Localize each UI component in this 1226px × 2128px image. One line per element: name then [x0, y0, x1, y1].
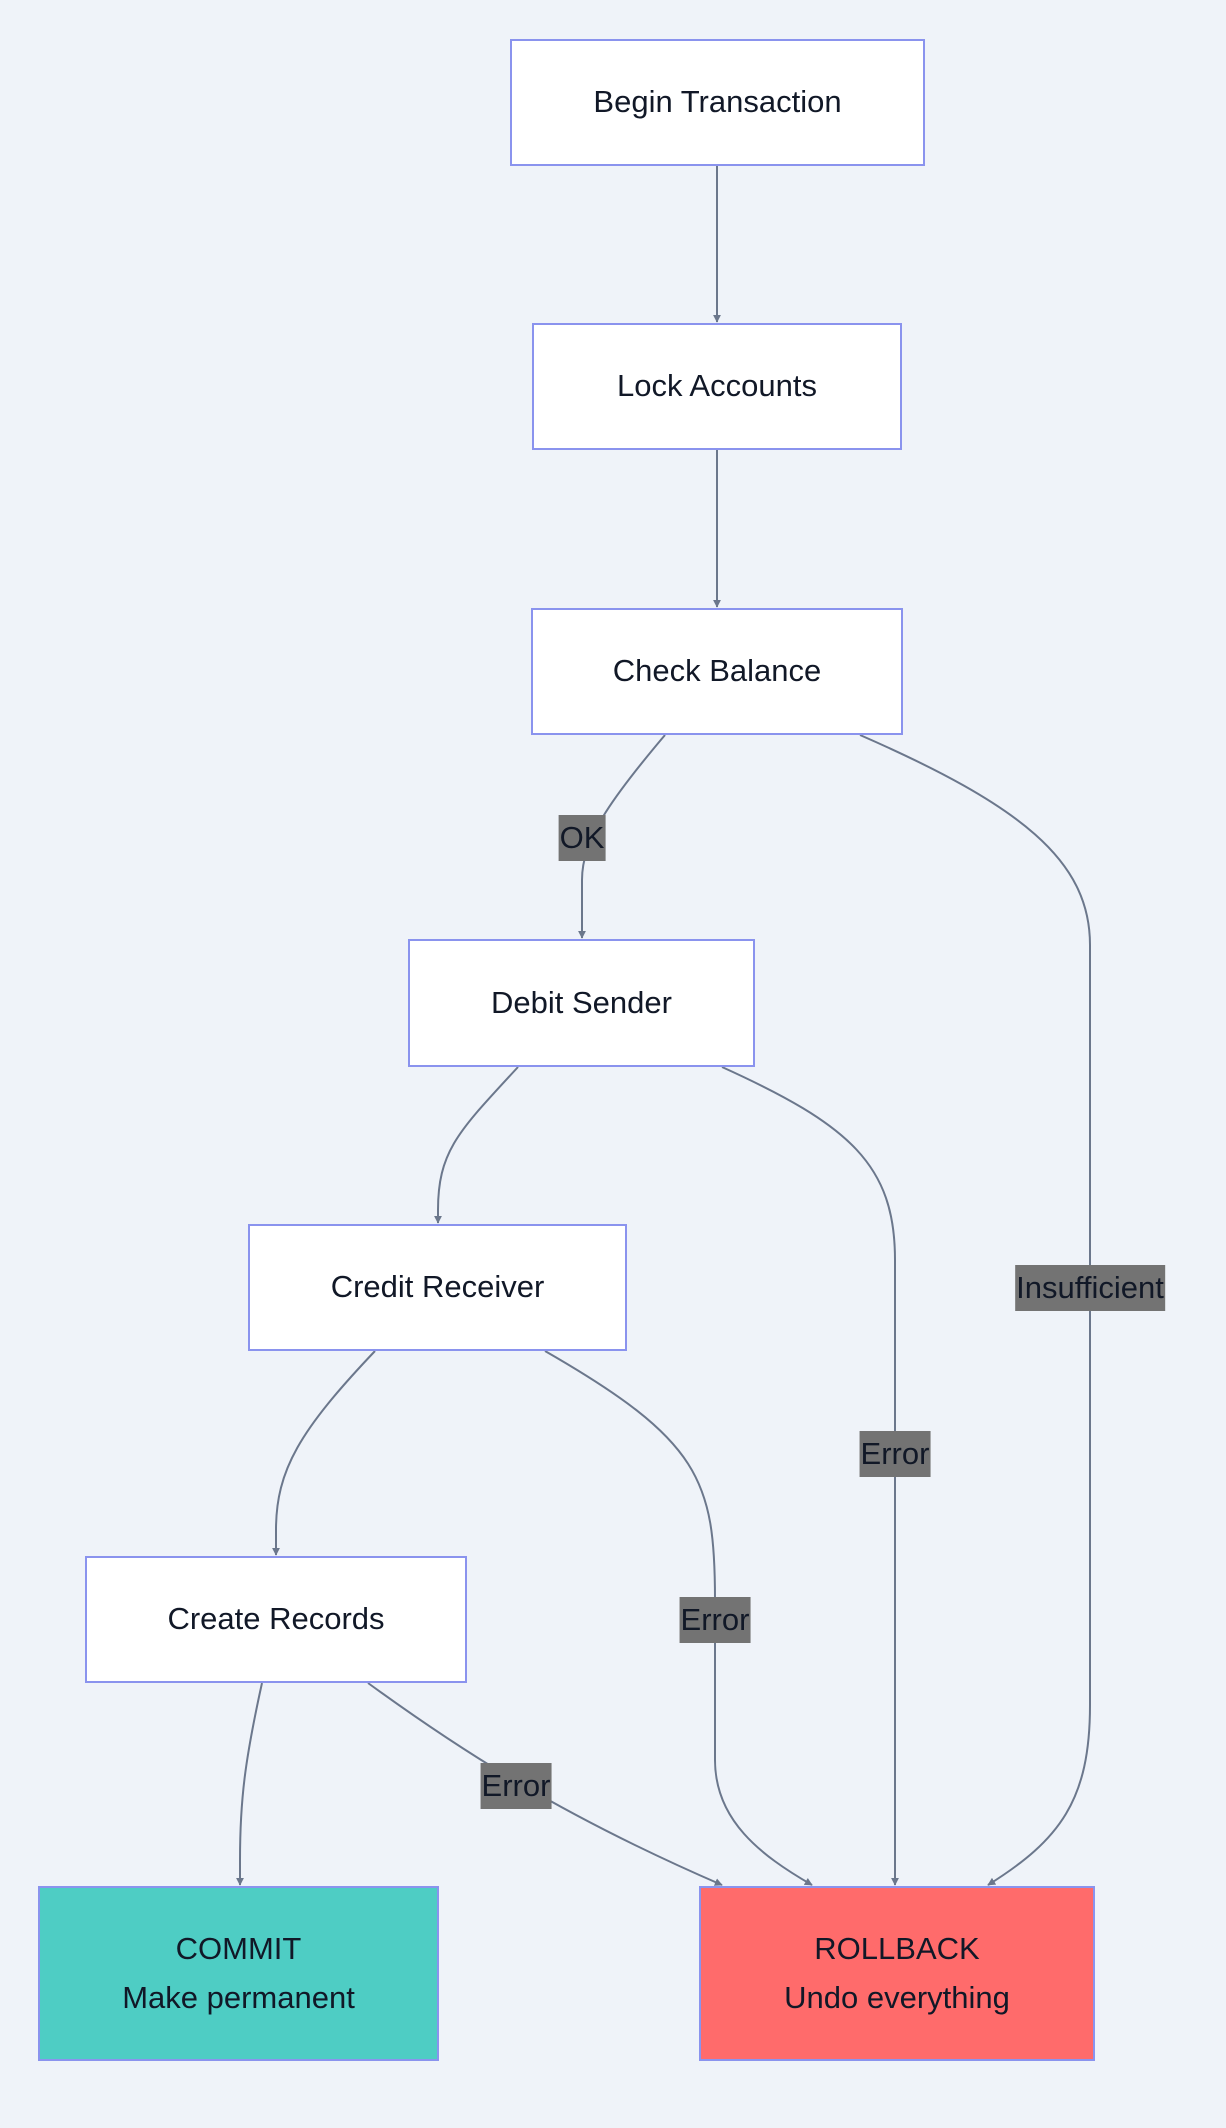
edge-label-debit-error: Error	[859, 1431, 931, 1477]
node-lock-accounts: Lock Accounts	[532, 323, 902, 450]
node-check-balance-label: Check Balance	[612, 653, 822, 689]
edge-label-ok: OK	[558, 815, 606, 861]
node-lock-accounts-label: Lock Accounts	[617, 368, 817, 404]
node-commit: COMMIT Make permanent	[38, 1886, 439, 2061]
node-commit-title: COMMIT	[175, 1931, 302, 1967]
edge-debit-credit	[434, 1066, 519, 1224]
node-debit-sender: Debit Sender	[408, 939, 755, 1067]
edge-label-insufficient: Insufficient	[1015, 1265, 1165, 1311]
edge-records-commit	[236, 1682, 263, 1886]
edge-label-records-error: Error	[480, 1763, 552, 1809]
edge-check-rollback	[859, 734, 1091, 1886]
node-credit-receiver: Credit Receiver	[248, 1224, 627, 1351]
edge-credit-records	[272, 1350, 376, 1556]
node-check-balance: Check Balance	[531, 608, 903, 735]
node-commit-subtitle: Make permanent	[122, 1979, 355, 2015]
node-create-records: Create Records	[85, 1556, 467, 1683]
node-rollback-subtitle: Undo everything	[784, 1979, 1010, 2015]
edge-label-credit-error: Error	[679, 1597, 751, 1643]
node-rollback-title: ROLLBACK	[814, 1931, 980, 1967]
node-debit-sender-label: Debit Sender	[491, 984, 672, 1020]
edge-credit-rollback	[544, 1350, 813, 1886]
edge-debit-rollback	[721, 1066, 899, 1886]
node-credit-receiver-label: Credit Receiver	[330, 1269, 545, 1305]
node-rollback: ROLLBACK Undo everything	[699, 1886, 1095, 2061]
node-begin-transaction: Begin Transaction	[510, 39, 925, 166]
node-create-records-label: Create Records	[167, 1601, 385, 1637]
node-begin-transaction-label: Begin Transaction	[593, 84, 842, 120]
